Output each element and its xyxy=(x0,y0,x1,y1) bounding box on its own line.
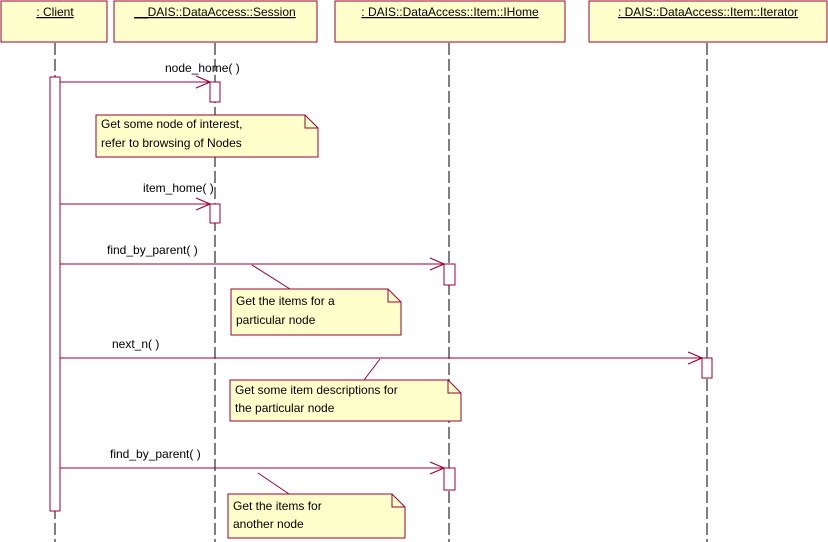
message-node-home-label: node_home( ) xyxy=(165,61,240,75)
message-find-by-parent-2-label: find_by_parent( ) xyxy=(110,447,201,461)
participant-session[interactable]: __DAIS::DataAccess::Session xyxy=(113,0,318,43)
note-items-particular-node: Get the items for a particular node xyxy=(230,288,402,336)
activation-client xyxy=(49,76,61,512)
activation-session-2 xyxy=(209,203,221,224)
participant-iterator[interactable]: : DAIS::DataAccess::Item::Iterator xyxy=(588,0,828,43)
message-next-n-label: next_n( ) xyxy=(112,337,159,351)
note-anchors xyxy=(251,264,381,495)
note-anchor-n4 xyxy=(257,472,290,495)
message-next-n[interactable]: next_n( ) xyxy=(60,337,704,365)
message-find-by-parent-1[interactable]: find_by_parent( ) xyxy=(60,243,446,271)
note-node-of-interest-line-1: Get some node of interest, xyxy=(101,117,242,131)
message-find-by-parent-2[interactable]: find_by_parent( ) xyxy=(60,447,446,475)
note-items-particular-node-line-1: Get the items for a xyxy=(236,294,335,308)
note-anchor-n2 xyxy=(251,264,291,290)
participant-session-label: __DAIS::DataAccess::Session xyxy=(133,5,295,19)
note-items-another-node-line-2: another node xyxy=(233,517,304,531)
note-items-another-node-line-1: Get the items for xyxy=(233,499,322,513)
note-items-particular-node-line-2: particular node xyxy=(236,313,316,327)
message-item-home-label: item_home( ) xyxy=(143,181,214,195)
note-node-of-interest: Get some node of interest, refer to brow… xyxy=(95,114,319,158)
participant-iterator-label: : DAIS::DataAccess::Item::Iterator xyxy=(618,5,798,19)
note-items-another-node: Get the items for another node xyxy=(227,493,406,539)
note-item-descriptions-line-1: Get some item descriptions for xyxy=(235,383,398,397)
message-node-home[interactable]: node_home( ) xyxy=(60,61,240,89)
activation-iterator xyxy=(701,357,713,379)
note-item-descriptions: Get some item descriptions for the parti… xyxy=(229,379,462,422)
participant-ihome-label: : DAIS::DataAccess::Item::IHome xyxy=(361,5,539,19)
note-anchor-n3 xyxy=(363,358,381,381)
note-node-of-interest-line-2: refer to browsing of Nodes xyxy=(101,136,242,150)
participant-client[interactable]: : Client xyxy=(0,0,108,43)
message-find-by-parent-1-label: find_by_parent( ) xyxy=(107,243,198,257)
participant-client-label: : Client xyxy=(36,5,74,19)
activation-session-1 xyxy=(209,81,221,103)
note-item-descriptions-line-2: the particular node xyxy=(235,401,335,415)
message-item-home[interactable]: item_home( ) xyxy=(60,181,214,211)
activations xyxy=(49,76,713,512)
activation-ihome-1 xyxy=(443,263,456,286)
participant-ihome[interactable]: : DAIS::DataAccess::Item::IHome xyxy=(334,0,566,43)
activation-ihome-2 xyxy=(443,467,456,491)
